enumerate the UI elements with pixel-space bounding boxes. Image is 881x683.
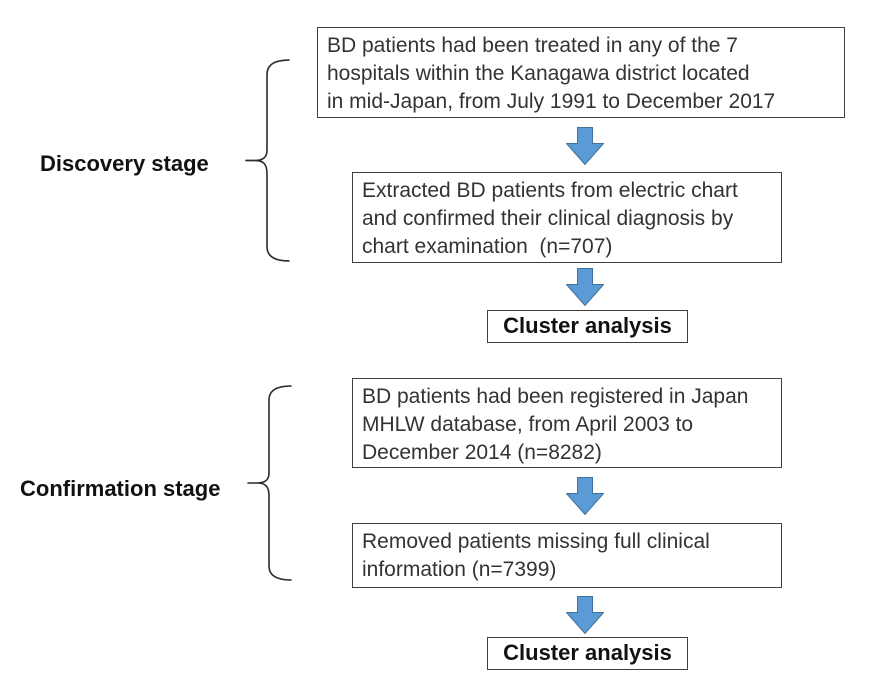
- discovery-stage-brace: [245, 59, 290, 262]
- confirmation-stage-brace: [247, 385, 292, 581]
- box-bd-patients-registered: BD patients had been registered in Japan…: [352, 378, 782, 468]
- box-cluster-analysis-confirmation: Cluster analysis: [487, 637, 688, 670]
- stage-label-discovery: Discovery stage: [40, 151, 209, 176]
- down-arrow-icon: [566, 477, 604, 515]
- down-arrow-icon: [566, 596, 604, 634]
- stage-label-confirmation: Confirmation stage: [20, 476, 221, 501]
- box-removed-patients: Removed patients missing full clinical i…: [352, 523, 782, 588]
- box-extracted-bd-patients: Extracted BD patients from electric char…: [352, 172, 782, 263]
- down-arrow-icon: [566, 127, 604, 165]
- box-bd-patients-treated: BD patients had been treated in any of t…: [317, 27, 845, 118]
- box-cluster-analysis-discovery: Cluster analysis: [487, 310, 688, 343]
- down-arrow-icon: [566, 268, 604, 306]
